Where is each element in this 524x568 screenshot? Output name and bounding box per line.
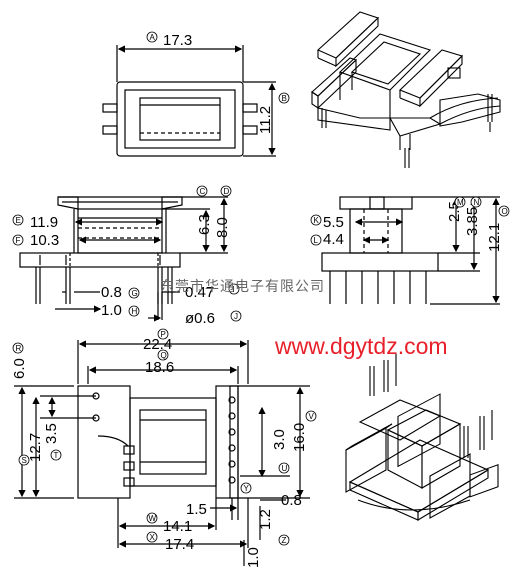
svg-text:I: I xyxy=(233,285,235,294)
svg-text:J: J xyxy=(234,312,238,321)
svg-text:F: F xyxy=(16,236,21,245)
dim-X: 17.4 xyxy=(165,536,194,553)
callout-letters: A B C D E F G H I J K L M N O P Q R S T … xyxy=(16,33,508,545)
dim-O: 12.1 xyxy=(486,223,503,252)
top-view xyxy=(102,45,276,157)
svg-text:L: L xyxy=(314,236,319,245)
dim-U: 3.0 xyxy=(271,429,288,450)
dim-Q: 18.6 xyxy=(145,359,174,376)
company-watermark: 东莞市华通电子有限公司 xyxy=(160,279,325,295)
dim-F: 10.3 xyxy=(30,232,59,249)
dim-K: 5.5 xyxy=(323,214,344,231)
svg-text:T: T xyxy=(54,451,59,460)
bottom-view xyxy=(14,340,310,566)
svg-text:E: E xyxy=(16,216,21,225)
dimension-labels: 17.3 11.2 6.3 8.0 11.9 10.3 0.8 1.0 0.47… xyxy=(11,32,503,568)
dim-08-lead: 0.8 xyxy=(281,492,302,509)
svg-text:A: A xyxy=(150,33,156,42)
svg-text:G: G xyxy=(132,289,138,298)
dim-E: 11.9 xyxy=(30,214,58,231)
svg-text:R: R xyxy=(16,344,22,353)
dim-H: 1.0 xyxy=(101,302,122,319)
dim-S: 12.7 xyxy=(27,433,44,462)
svg-text:W: W xyxy=(149,514,157,523)
svg-text:M: M xyxy=(457,198,464,207)
svg-text:V: V xyxy=(309,412,315,421)
svg-text:H: H xyxy=(132,307,138,316)
svg-text:Z: Z xyxy=(282,536,287,545)
svg-text:Y: Y xyxy=(244,484,250,493)
dim-A: 17.3 xyxy=(163,32,192,49)
dim-10-lead: 1.0 xyxy=(245,547,262,568)
dim-J: ø0.6 xyxy=(185,310,215,327)
svg-text:D: D xyxy=(224,187,230,196)
dim-W: 14.1 xyxy=(163,518,192,535)
svg-text:Q: Q xyxy=(161,351,167,360)
dim-R: 6.0 xyxy=(11,358,28,379)
svg-text:K: K xyxy=(314,216,320,225)
svg-text:B: B xyxy=(282,94,287,103)
front-view xyxy=(19,196,228,322)
dim-G: 0.8 xyxy=(101,284,122,301)
svg-text:O: O xyxy=(502,207,508,216)
svg-text:C: C xyxy=(200,187,206,196)
dim-P: 22.4 xyxy=(143,336,172,353)
dim-N: 3.85 xyxy=(464,207,481,236)
callout-markers xyxy=(12,31,510,546)
dim-V: 16.0 xyxy=(291,423,308,452)
dim-B: 11.2 xyxy=(257,106,274,134)
dim-Z: 1.2 xyxy=(257,509,274,530)
dim-Y: 1.5 xyxy=(186,501,207,518)
svg-text:N: N xyxy=(474,198,480,207)
dim-D: 8.0 xyxy=(214,217,231,238)
dim-T: 3.5 xyxy=(43,423,60,444)
side-view xyxy=(321,196,500,305)
svg-text:P: P xyxy=(161,330,166,339)
svg-text:X: X xyxy=(150,533,156,542)
dim-I: 0.47 xyxy=(185,284,214,301)
isometric-view-top xyxy=(311,11,501,168)
isometric-view-bottom xyxy=(345,354,499,521)
svg-text:U: U xyxy=(282,464,288,473)
svg-text:S: S xyxy=(22,456,27,465)
website-url[interactable]: www.dgytdz.com xyxy=(275,333,448,359)
dim-C: 6.3 xyxy=(196,214,213,235)
dim-L: 4.4 xyxy=(323,231,344,248)
